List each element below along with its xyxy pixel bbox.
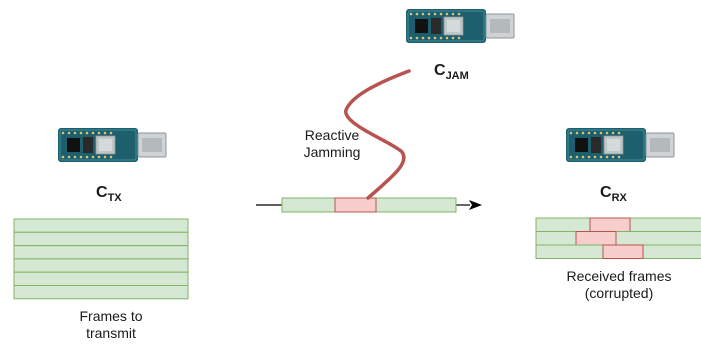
rx-caption-line2: (corrupted): [584, 285, 654, 301]
transit-frame-corrupted-segment: [334, 197, 377, 213]
rx-caption: Received frames (corrupted): [546, 268, 692, 302]
rx-frame-corrupted-segment: [602, 244, 644, 259]
tx-frame: [13, 271, 189, 287]
rx-node-label: CRX: [600, 184, 627, 204]
tx-frame: [13, 218, 189, 233]
rx-frame-corrupted-segment: [589, 217, 631, 232]
jammer-node-label: CJAM: [434, 62, 469, 82]
tx-frame: [13, 258, 189, 273]
jammer-device-icon: [405, 8, 515, 44]
rx-device-icon: [565, 127, 675, 163]
tx-node-label: CTX: [96, 184, 122, 204]
rx-frame-stack: [535, 217, 701, 259]
tx-caption-line2: transmit: [86, 325, 136, 341]
tx-device-icon: [57, 127, 167, 163]
rx-frame: [535, 231, 701, 246]
tx-frame: [13, 285, 189, 300]
channel-arrow: [256, 200, 482, 210]
jamming-caption-line1: Reactive: [304, 127, 360, 143]
tx-frame: [13, 245, 189, 260]
tx-frame-stack: [13, 218, 189, 300]
tx-caption: Frames to transmit: [56, 308, 166, 342]
tx-caption-line1: Frames to: [79, 308, 143, 324]
rx-frame-corrupted-segment: [575, 231, 617, 246]
rx-caption-line1: Received frames: [566, 268, 672, 284]
jamming-caption-line2: Jamming: [303, 144, 361, 160]
tx-frame: [13, 231, 189, 247]
jamming-signal: [344, 69, 411, 200]
jamming-caption: Reactive Jamming: [296, 127, 368, 161]
